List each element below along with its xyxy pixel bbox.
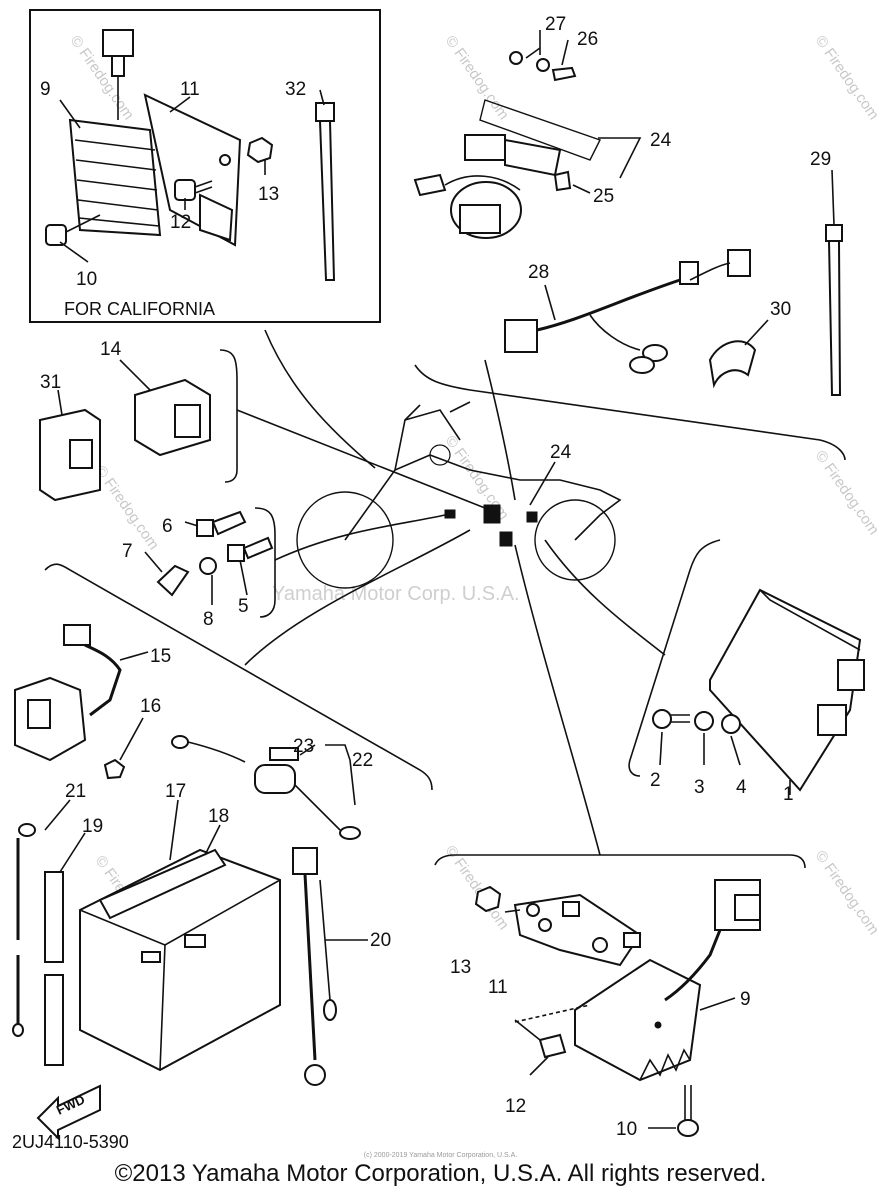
callout-12: 12 xyxy=(505,1096,526,1117)
callout-13: 13 xyxy=(450,957,471,978)
motorcycle-silhouette-icon xyxy=(296,401,622,589)
watermark-site-3: © Firedog.com xyxy=(812,33,881,124)
california-inset: 9 11 32 13 12 10 FOR CALIFORNIA xyxy=(29,9,381,323)
callout-24-bike: 24 xyxy=(550,442,572,463)
part-location-marker xyxy=(444,509,456,519)
holder-icon xyxy=(708,340,757,389)
callout-24: 24 xyxy=(650,130,672,151)
part-location-marker xyxy=(526,511,538,523)
callout-3: 3 xyxy=(694,777,705,798)
callout-7: 7 xyxy=(122,541,133,562)
callout-4: 4 xyxy=(736,777,747,798)
washer-4-icon xyxy=(721,714,741,734)
callout-6: 6 xyxy=(162,516,173,537)
callout-10-inset: 10 xyxy=(76,269,97,290)
callout-28: 28 xyxy=(528,262,549,283)
callout-22: 22 xyxy=(352,750,373,771)
bracket-11-icon xyxy=(513,893,642,967)
wire-harness-icon xyxy=(504,249,751,374)
switch-5-icon xyxy=(227,536,274,562)
callout-5: 5 xyxy=(238,596,249,617)
watermark-site-6: © Firedog.com xyxy=(442,433,512,524)
left-middle-group: 31 14 6 7 8 5 xyxy=(39,339,276,630)
washer-3-icon xyxy=(694,711,714,731)
washer-8-icon xyxy=(199,557,217,575)
callout-26: 26 xyxy=(577,29,598,50)
callout-9-inset: 9 xyxy=(40,79,51,100)
nut-13-icon xyxy=(474,885,502,913)
cable-tie-icon xyxy=(825,169,843,396)
leader-curves: 24 xyxy=(236,329,666,856)
callout-31: 31 xyxy=(40,372,61,393)
callout-29: 29 xyxy=(810,149,831,170)
forward-arrow-icon: FWD xyxy=(36,1084,101,1141)
callout-32: 32 xyxy=(285,79,306,100)
callout-19: 19 xyxy=(82,816,103,837)
relay-14-icon xyxy=(134,378,211,457)
part-location-marker xyxy=(499,531,513,547)
connector-icon xyxy=(102,29,134,57)
switch-6-icon xyxy=(196,510,247,537)
callout-8: 8 xyxy=(203,609,214,630)
battery-cable-21-icon xyxy=(12,823,36,1037)
part-location-marker xyxy=(483,504,501,524)
breather-hose-19-icon xyxy=(44,871,64,1066)
starter-relay-icon xyxy=(413,134,562,239)
callout-18: 18 xyxy=(208,806,229,827)
callout-12-inset: 12 xyxy=(170,212,191,233)
bracket-inset-icon xyxy=(143,93,242,247)
cable-tie-inset-icon xyxy=(315,102,336,281)
inset-caption: FOR CALIFORNIA xyxy=(64,299,215,319)
copyright-notice: ©2013 Yamaha Motor Corporation, U.S.A. A… xyxy=(114,1160,767,1187)
callout-13-inset: 13 xyxy=(258,184,279,205)
relay-31-icon xyxy=(39,408,101,502)
callout-11-inset: 11 xyxy=(180,79,200,100)
callout-20: 20 xyxy=(370,930,391,951)
battery-group: FWD 15 16 21 19 17 18 23 22 20 xyxy=(12,563,433,1141)
screw-10-icon xyxy=(677,1085,699,1137)
callout-30: 30 xyxy=(770,299,791,320)
watermark-site-5: © Firedog.com xyxy=(92,463,162,554)
bolt-inset-10-icon xyxy=(45,214,101,246)
bolt-12-icon xyxy=(514,1019,567,1059)
tiny-watermark: (c) 2000-2019 Yamaha Motor Corporation, … xyxy=(363,1152,518,1159)
watermark-site-7: © Firedog.com xyxy=(812,848,881,939)
diagram-code: 2UJ4110-5390 xyxy=(12,1132,129,1152)
callout-21: 21 xyxy=(65,781,86,802)
rectifier-regulator-group: 13 11 9 12 10 xyxy=(434,854,806,1140)
battery-icon xyxy=(79,848,281,1072)
bracket-7-icon xyxy=(156,564,190,597)
callout-2: 2 xyxy=(650,770,661,791)
cdi-unit-group: 2 3 4 1 xyxy=(628,539,865,805)
callout-1: 1 xyxy=(783,784,794,805)
neutral-switch-22-icon xyxy=(171,735,361,840)
watermark-site-9: © Firedog.com xyxy=(442,843,512,934)
callout-16: 16 xyxy=(140,696,161,717)
callout-25: 25 xyxy=(593,186,614,207)
watermark-center: Yamaha Motor Corp. U.S.A. xyxy=(272,583,520,605)
screw-icon xyxy=(551,66,577,82)
nut-16-icon xyxy=(103,758,126,780)
rectifier-regulator-icon xyxy=(574,879,761,1082)
cdi-unit-icon xyxy=(709,588,865,792)
callout-14: 14 xyxy=(100,339,122,360)
nut-inset-icon xyxy=(246,136,274,164)
upper-right-group: 27 26 24 25 29 28 30 xyxy=(413,14,846,461)
fuse-icon xyxy=(553,170,572,192)
lead-wire-20-icon xyxy=(292,847,337,1086)
screw-2-icon xyxy=(652,709,690,729)
rectifier-regulator-inset-icon xyxy=(68,118,162,237)
callout-27: 27 xyxy=(545,14,566,35)
starter-relay-15-icon xyxy=(14,624,122,762)
callout-9: 9 xyxy=(740,989,751,1010)
watermark-site-4: © Firedog.com xyxy=(812,448,881,539)
callout-23: 23 xyxy=(293,736,314,757)
washer-icon xyxy=(536,58,550,72)
callout-15: 15 xyxy=(150,646,171,667)
callout-11: 11 xyxy=(488,977,508,998)
callout-17: 17 xyxy=(165,781,186,802)
watermark-site-2: © Firedog.com xyxy=(442,33,512,124)
callout-10: 10 xyxy=(616,1119,637,1140)
